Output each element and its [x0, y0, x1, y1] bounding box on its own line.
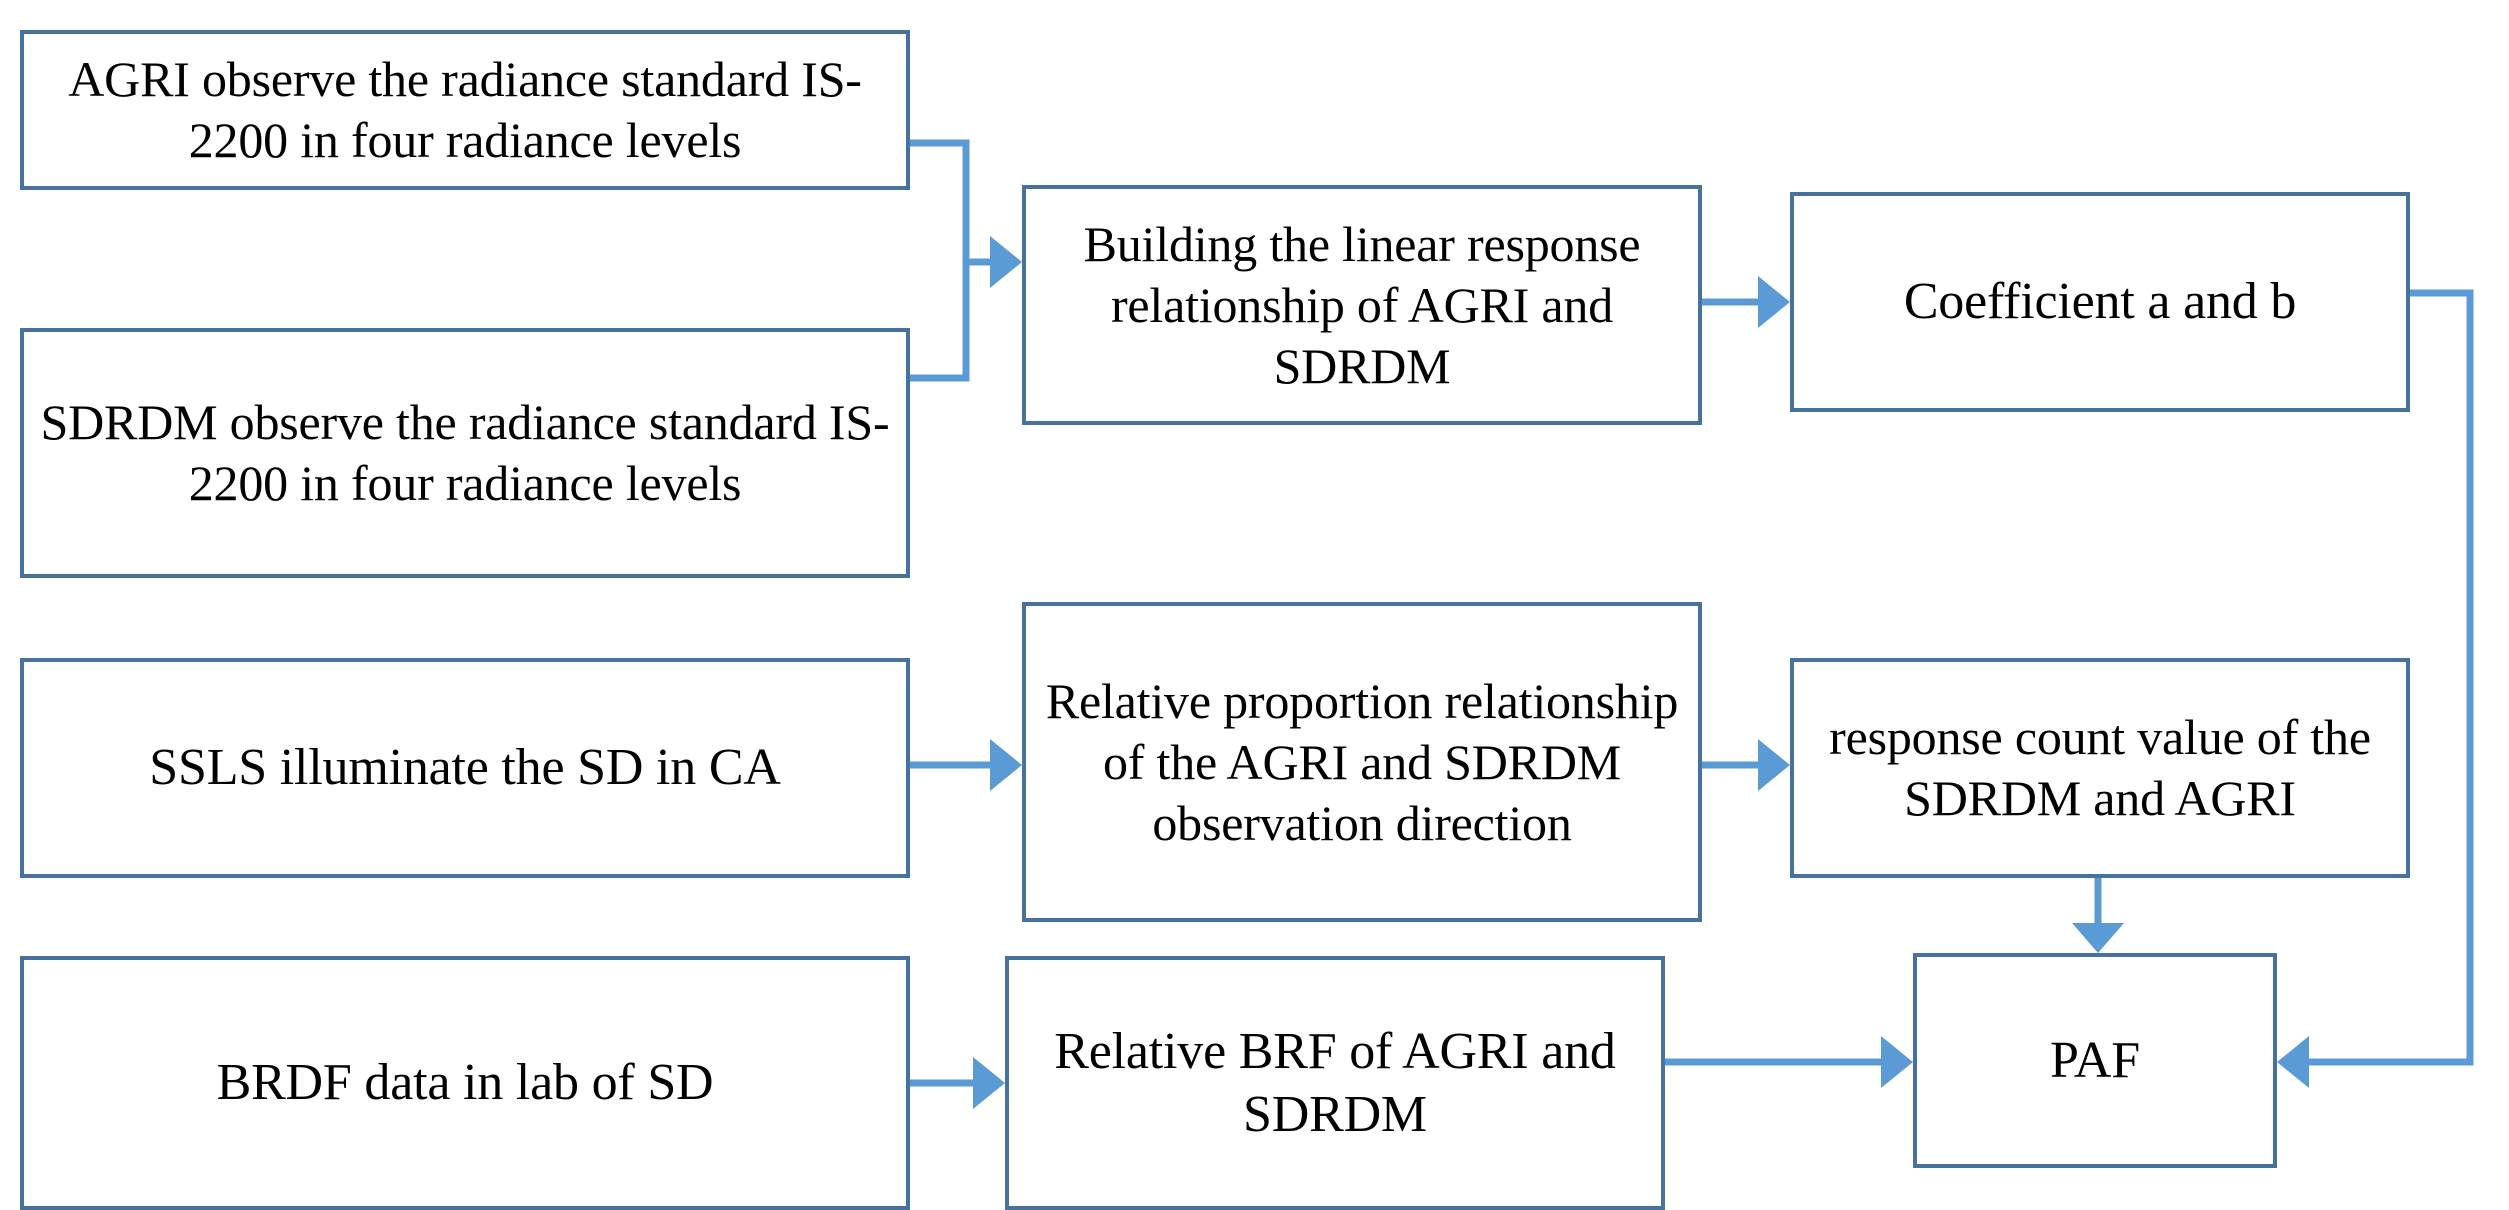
- arrowhead-icon: [973, 1057, 1005, 1109]
- arrowhead-icon: [2072, 923, 2124, 953]
- node-ssls-illuminate[interactable]: SSLS illuminate the SD in CA: [20, 658, 910, 878]
- connector-response-count-to-paf: [2072, 878, 2124, 953]
- node-paf-label: PAF: [2049, 1031, 2141, 1089]
- arrowhead-icon: [1758, 276, 1790, 328]
- connector-ssls-to-relative-proportion: [910, 739, 1022, 791]
- node-brdf-data-label: BRDF data in lab of SD: [216, 1054, 714, 1112]
- node-coefficient-a-b[interactable]: Coefficient a and b: [1790, 192, 2410, 412]
- arrowhead-icon: [990, 236, 1022, 288]
- node-sdrdm-observe[interactable]: SDRDM observe the radiance standard IS-2…: [20, 328, 910, 578]
- arrowhead-icon: [1758, 739, 1790, 791]
- node-agri-observe-label: AGRI observe the radiance standard IS-22…: [68, 51, 862, 168]
- arrowhead-icon: [1881, 1036, 1913, 1088]
- node-building-linear-response[interactable]: Building the linear response relationshi…: [1022, 185, 1702, 425]
- node-relative-brf-label: Relative BRF of AGRI and SDRDM: [1054, 1022, 1616, 1143]
- node-relative-brf[interactable]: Relative BRF of AGRI and SDRDM: [1005, 956, 1665, 1210]
- node-relative-proportion-label: Relative proportion relationship of the …: [1045, 672, 1679, 851]
- node-sdrdm-observe-label: SDRDM observe the radiance standard IS-2…: [40, 394, 890, 511]
- node-ssls-illuminate-label: SSLS illuminate the SD in CA: [149, 739, 781, 797]
- connector-merge-to-building: [966, 236, 1022, 288]
- node-response-count-value[interactable]: response count value of the SDRDM and AG…: [1790, 658, 2410, 878]
- connector-relative-proportion-to-response-count: [1702, 739, 1790, 791]
- node-agri-observe[interactable]: AGRI observe the radiance standard IS-22…: [20, 30, 910, 190]
- node-brdf-data[interactable]: BRDF data in lab of SD: [20, 956, 910, 1210]
- node-relative-proportion[interactable]: Relative proportion relationship of the …: [1022, 602, 1702, 922]
- connector-building-to-coefficient: [1702, 276, 1790, 328]
- arrowhead-icon: [990, 739, 1022, 791]
- node-coefficient-a-b-label: Coefficient a and b: [1903, 273, 2297, 331]
- connector-relative-brf-to-paf: [1665, 1036, 1913, 1088]
- connector-agri-to-building: [910, 139, 970, 262]
- node-response-count-value-label: response count value of the SDRDM and AG…: [1829, 709, 2371, 826]
- node-paf[interactable]: PAF: [1913, 953, 2277, 1168]
- connector-sdrdm-to-building: [910, 262, 970, 382]
- arrowhead-icon: [2277, 1036, 2309, 1088]
- connector-brdf-to-relative-brf: [910, 1057, 1005, 1109]
- node-building-linear-response-label: Building the linear response relationshi…: [1083, 215, 1641, 394]
